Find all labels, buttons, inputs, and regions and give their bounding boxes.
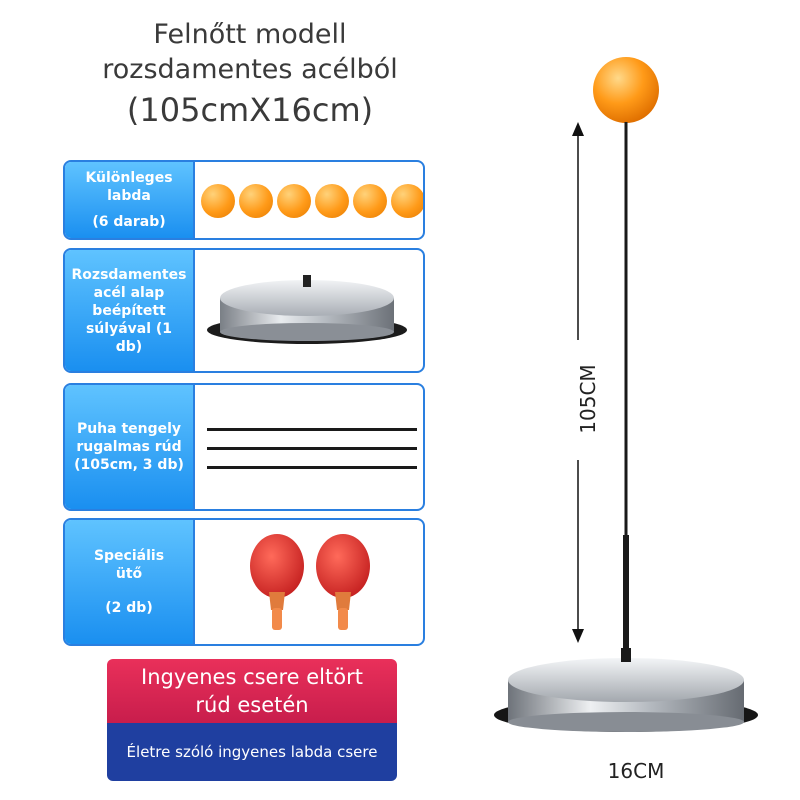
height-dimension-label: 105CM [576,364,600,434]
trainer-illustration [494,57,758,732]
rod-icon [207,447,417,450]
row-label: Puha tengely rugalmas rúd (105cm, 3 db) [65,385,193,509]
steel-base-icon [207,275,407,344]
rods-image [193,385,423,509]
paddle-icon [250,534,370,630]
rod-icon [207,428,417,431]
title-line-1: Felnőtt modell [153,19,347,50]
title-line-3: (105cmX16cm) [126,91,374,129]
width-dimension-label: 16CM [607,759,665,783]
component-row-base: Rozsdamentes acél alap beépített súlyáva… [63,248,425,373]
ball-icon [353,184,387,218]
row-label: Speciális ütő (2 db) [65,520,193,644]
base-image [193,250,423,371]
product-title: Felnőtt modell rozsdamentes acélból (105… [70,18,430,132]
replacement-banner: Ingyenes csere eltört rúd esetén [107,659,397,723]
paddles-image [193,520,423,644]
component-row-rods: Puha tengely rugalmas rúd (105cm, 3 db) [63,383,425,511]
ball-icon [391,184,423,218]
component-row-balls: Különleges labda (6 darab) [63,160,425,240]
balls-image [193,162,423,238]
row-label: Különleges labda (6 darab) [65,162,193,238]
component-row-paddles: Speciális ütő (2 db) [63,518,425,646]
ball-icon [315,184,349,218]
lifetime-ball-banner: Életre szóló ingyenes labda csere [107,723,397,781]
ball-icon [201,184,235,218]
ball-icon [593,57,659,123]
row-label: Rozsdamentes acél alap beépített súlyáva… [65,250,193,371]
ball-icon [277,184,311,218]
ball-icon [239,184,273,218]
rod-icon [207,466,417,469]
title-line-2: rozsdamentes acélból [102,54,398,85]
